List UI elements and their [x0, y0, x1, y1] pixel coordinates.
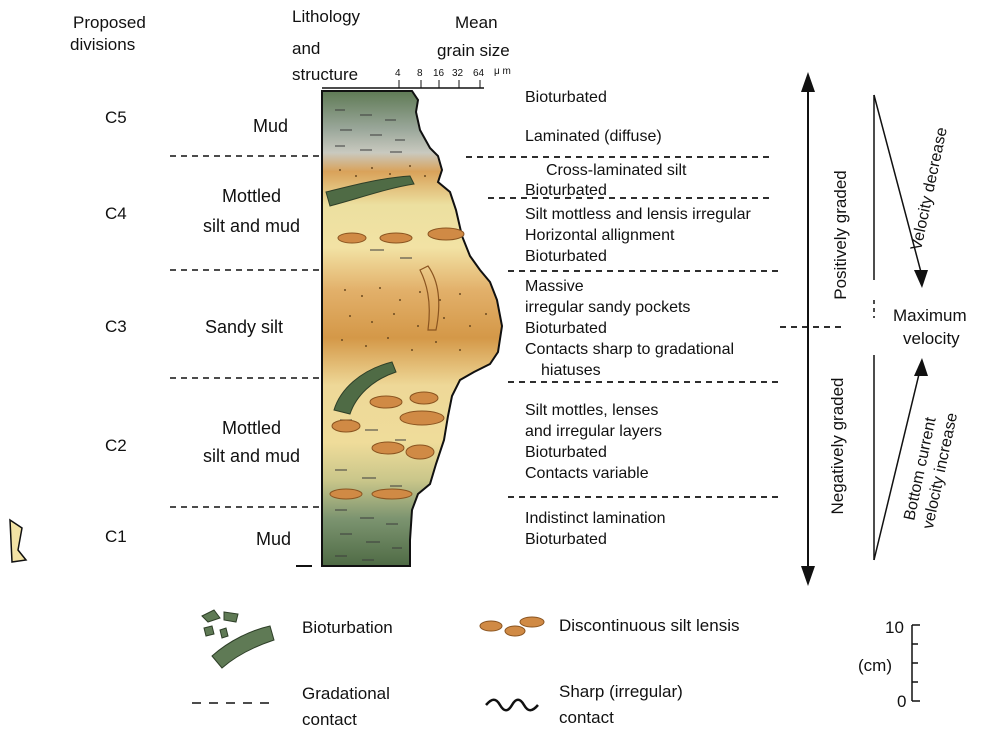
grain-tick-16: 16	[433, 68, 444, 79]
desc-c2-contacts: Contacts variable	[525, 464, 649, 484]
header-grain-line1: Mean	[455, 12, 498, 34]
desc-c3-contacts: Contacts sharp to gradational	[525, 340, 734, 360]
scale-bar	[912, 625, 920, 701]
division-code-c5: C5	[105, 108, 127, 128]
division-code-c1: C1	[105, 527, 127, 547]
header-lithology-line2: and	[292, 38, 320, 60]
desc-c4-horizontal: Horizontal allignment	[525, 226, 674, 246]
desc-c5-laminated: Laminated (diffuse)	[525, 127, 662, 147]
desc-c4-silt-mottless: Silt mottless and lensis irregular	[525, 205, 751, 225]
column-speckles	[339, 165, 487, 351]
bioturbation-icon	[202, 610, 274, 668]
label-maximum: Maximum	[893, 306, 967, 326]
legend-gradational-line1: Gradational	[302, 682, 390, 706]
grading-arrow	[801, 72, 815, 586]
desc-c1-indistinct: Indistinct lamination	[525, 509, 666, 529]
scale-top-label: 10	[885, 616, 904, 640]
desc-c2-silt-mottles: Silt mottles, lenses	[525, 401, 658, 421]
lithology-c5: Mud	[253, 114, 288, 138]
column-burrows	[326, 176, 414, 414]
sediment-column	[322, 91, 502, 566]
desc-c3-hiatuses: hiatuses	[541, 361, 601, 381]
desc-c3-sandy-pockets: irregular sandy pockets	[525, 298, 690, 318]
division-code-c2: C2	[105, 436, 127, 456]
grain-tick-4: 4	[395, 68, 401, 79]
label-velocity-decrease: Velocity decrease	[908, 124, 953, 255]
desc-c2-irregular-layers: and irregular layers	[525, 422, 662, 442]
column-silt-lenses	[330, 228, 464, 499]
division-code-c4: C4	[105, 204, 127, 224]
edge-fragment	[10, 520, 26, 562]
label-velocity: velocity	[903, 329, 960, 349]
scale-bottom-label: 0	[897, 690, 906, 714]
column-texture	[335, 110, 412, 560]
desc-c1-bioturbated: Bioturbated	[525, 530, 607, 550]
header-divisions-line2: divisions	[70, 34, 135, 56]
desc-c4-bioturbated-2: Bioturbated	[525, 247, 607, 267]
lithology-c4-line1: Mottled	[222, 184, 281, 208]
legend-silt-lensis-label: Discontinuous silt lensis	[559, 614, 739, 638]
grain-tick-8: 8	[417, 68, 423, 79]
legend-sharp-line1: Sharp (irregular)	[559, 680, 683, 704]
label-negatively-graded: Negatively graded	[828, 371, 848, 521]
header-grain-line2: grain size	[437, 40, 510, 62]
lithology-c2-line2: silt and mud	[203, 444, 300, 468]
legend-sharp-line2: contact	[559, 706, 614, 730]
lithology-c1: Mud	[256, 527, 291, 551]
lithology-c2-line1: Mottled	[222, 416, 281, 440]
division-code-c3: C3	[105, 317, 127, 337]
legend-bioturbation-label: Bioturbation	[302, 616, 393, 640]
grain-unit: μ m	[494, 66, 511, 77]
header-divisions-line1: Proposed	[73, 12, 146, 34]
grain-tick-32: 32	[452, 68, 463, 79]
header-lithology-line3: structure	[292, 64, 358, 86]
desc-c4-cross-laminated: Cross-laminated silt	[546, 161, 686, 181]
legend-gradational-line2: contact	[302, 708, 357, 732]
desc-c5-bioturbated: Bioturbated	[525, 88, 607, 108]
desc-c3-bioturbated: Bioturbated	[525, 319, 607, 339]
header-lithology-line1: Lithology	[292, 6, 360, 28]
sharp-contact-icon	[486, 700, 538, 711]
grain-tick-64: 64	[473, 68, 484, 79]
sandy-pocket	[420, 266, 439, 330]
silt-lensis-icon	[480, 617, 544, 636]
label-positively-graded: Positively graded	[831, 165, 851, 305]
desc-c4-bioturbated-1: Bioturbated	[525, 181, 607, 201]
lithology-c4-line2: silt and mud	[203, 214, 300, 238]
lithology-c3: Sandy silt	[205, 315, 283, 339]
desc-c2-bioturbated: Bioturbated	[525, 443, 607, 463]
scale-unit-label: (cm)	[858, 654, 892, 678]
desc-c3-massive: Massive	[525, 277, 584, 297]
